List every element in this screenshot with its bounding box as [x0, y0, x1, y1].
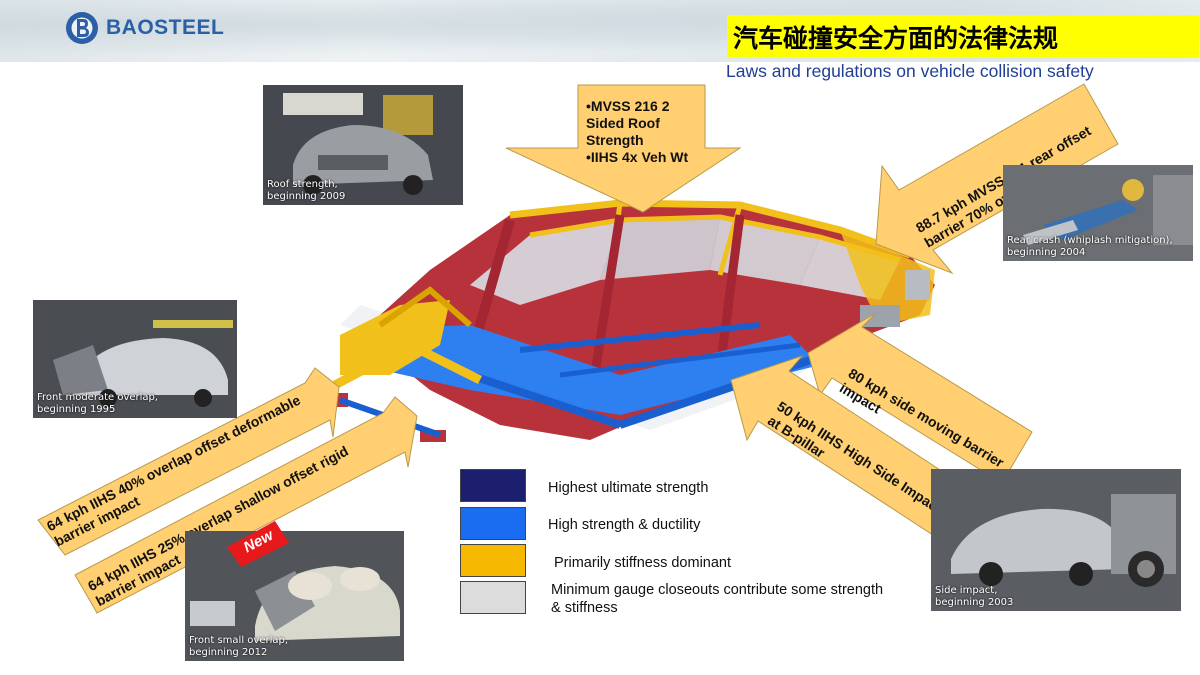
legend-swatch-minimum: [460, 581, 526, 614]
rear-arrow: [875, 83, 1119, 275]
roof-arrow-line4: •IIHS 4x Veh Wt: [586, 149, 689, 165]
front-25-arrow: [74, 396, 418, 614]
rear-crash-caption: Rear crash (whiplash mitigation), beginn…: [1007, 235, 1173, 258]
front-small-overlap-photo: Front small overlap, beginning 2012: [185, 531, 404, 661]
front-moderate-photo: Front moderate overlap, beginning 1995: [33, 300, 237, 418]
page-title: 汽车碰撞安全方面的法律法规: [733, 24, 1059, 53]
baosteel-logo-icon: [66, 12, 98, 44]
roof-strength-caption: Roof strength, beginning 2009: [267, 179, 346, 202]
front-small-overlap-image: [185, 531, 404, 661]
front-moderate-image: [33, 300, 237, 418]
roof-arrow-line1: •MVSS 216 2: [586, 98, 670, 114]
new-burst-icon: [227, 521, 289, 567]
new-badge: New: [227, 521, 289, 567]
logo-text: BAOSTEEL: [106, 16, 225, 39]
rear-crash-image: [1003, 165, 1193, 261]
roof-strength-photo: Roof strength, beginning 2009: [263, 85, 463, 205]
legend-swatch-high: [460, 507, 526, 540]
baosteel-logo: BAOSTEEL: [64, 10, 224, 46]
roof-arrow-line2: Sided Roof: [586, 115, 660, 131]
side-impact-photo: Side impact, beginning 2003: [931, 469, 1181, 611]
title-highlight: [727, 15, 1199, 58]
legend-swatch-highest: [460, 469, 526, 502]
legend-label-highest: Highest ultimate strength: [548, 480, 709, 496]
roof-arrow-text: •MVSS 216 2 Sided Roof Strength •IIHS 4x…: [586, 98, 688, 166]
page-subtitle: Laws and regulations on vehicle collisio…: [726, 61, 1094, 81]
legend-label-high: High strength & ductility: [548, 517, 701, 533]
front-small-overlap-caption: Front small overlap, beginning 2012: [189, 635, 289, 658]
legend-swatch-stiffness: [460, 544, 526, 577]
roof-arrow-line3: Strength: [586, 132, 644, 148]
legend-label-minimum: Minimum gauge closeouts contribute some …: [551, 582, 884, 616]
side-impact-caption: Side impact, beginning 2003: [935, 585, 1014, 608]
roof-test-image: [263, 85, 463, 205]
car-body-illustration: [330, 199, 935, 442]
legend-label-stiffness: Primarily stiffness dominant: [554, 555, 732, 571]
front-40-arrow: [37, 367, 340, 556]
roof-arrow: [505, 84, 742, 213]
side-impact-image: [931, 469, 1181, 611]
rear-crash-photo: Rear crash (whiplash mitigation), beginn…: [1003, 165, 1193, 261]
front-moderate-caption: Front moderate overlap, beginning 1995: [37, 392, 159, 415]
